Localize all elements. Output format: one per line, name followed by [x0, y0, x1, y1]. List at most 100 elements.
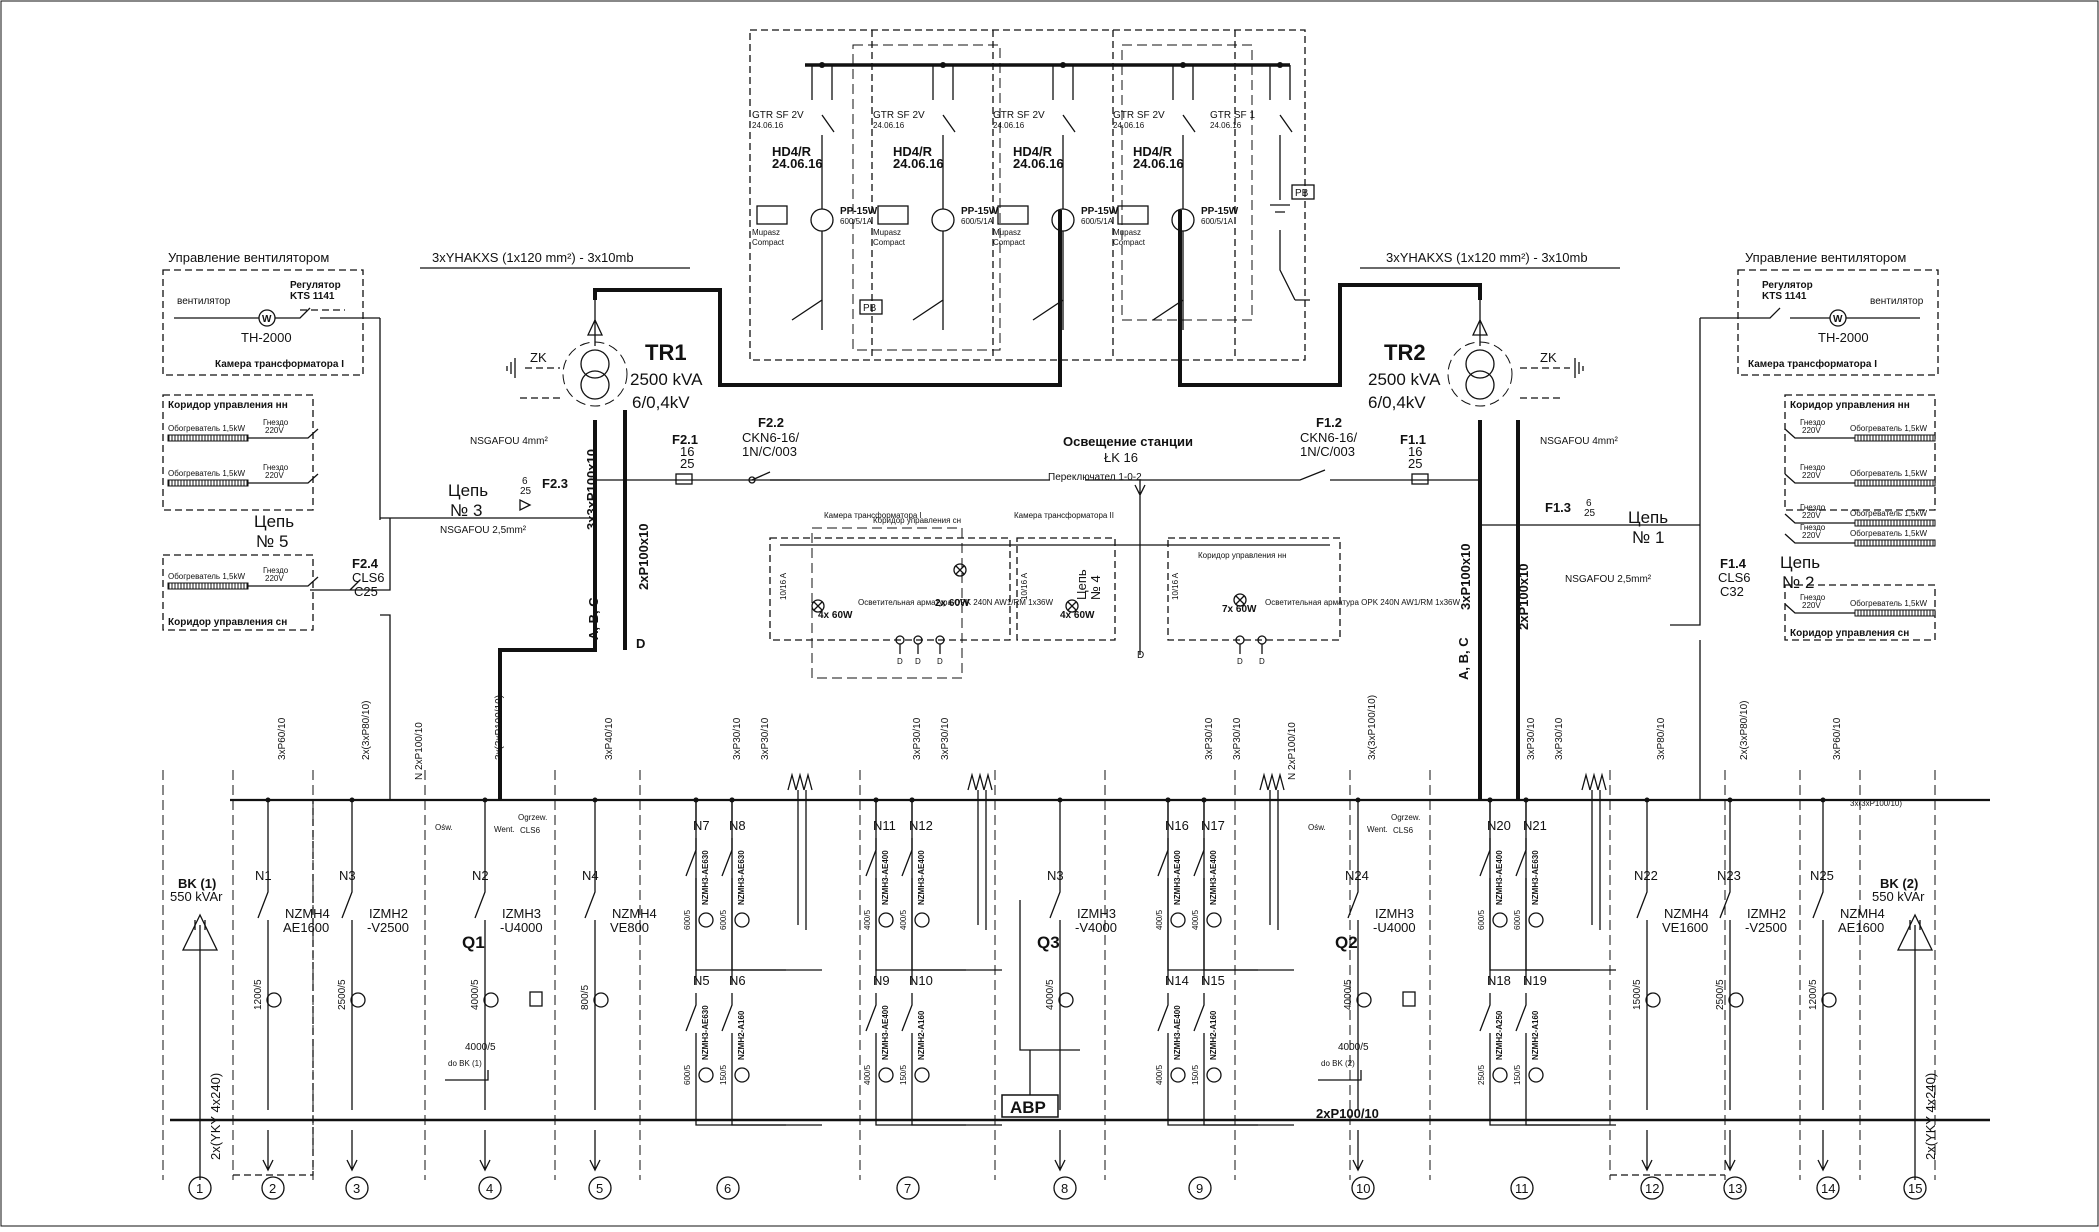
ct-symbol — [266, 992, 282, 1008]
feeder-breaker-type: NZMH3-AE400 — [1209, 850, 1218, 905]
hv-breaker-name: GTR SF 2V — [993, 110, 1045, 121]
tr2-name: TR2 — [1384, 340, 1426, 365]
feeder-ct-ratio: 2500/5 — [337, 979, 348, 1010]
hv-breaker-date: 24.06.16 — [1210, 121, 1242, 130]
hv-switch — [1062, 114, 1076, 175]
socket-voltage: 220V — [1802, 471, 1821, 480]
hv-protection-box — [997, 205, 1029, 225]
f21-label: F2.1 — [672, 432, 698, 447]
breaker-switch — [1515, 993, 1527, 1043]
hv-node — [1060, 62, 1066, 68]
hv-prot-2: Compact — [752, 238, 785, 247]
right-circuit1-no: № 1 — [1632, 528, 1664, 547]
feeder-bus-size: 3xP40/10 — [604, 717, 615, 760]
feeder-cable — [1269, 790, 1279, 930]
lamp-circle — [1233, 593, 1247, 607]
f22-b: 1N/C/003 — [742, 444, 797, 459]
left-abc: A, B, C — [586, 597, 601, 640]
ct-symbol — [1528, 912, 1544, 928]
feeder-breaker: IZMH3 — [1077, 906, 1116, 921]
hv-ct: PP-15W — [1201, 206, 1239, 217]
feeder-bus-size: 3x(3xP100/10) — [1367, 695, 1378, 760]
outgoing-arrow — [1054, 1130, 1066, 1172]
breaker-switch — [865, 838, 877, 888]
left-d: D — [636, 636, 645, 651]
socket-label: Гнездо — [263, 566, 289, 575]
f24-b: C25 — [354, 584, 378, 599]
feeder-breaker-type: AE1600 — [283, 920, 329, 935]
ct-symbol — [1170, 1067, 1186, 1083]
hv-cable-left-label: 3xYHAKXS (1x120 mm²) - 3x10mb — [432, 250, 634, 265]
feeder-up-arrow — [803, 772, 813, 791]
feeder-number-circle — [1723, 1176, 1747, 1200]
lighting-cam2: Камера трансформатора II — [1014, 511, 1114, 520]
hv-line — [1270, 175, 1310, 301]
feeder-number-circle — [1188, 1176, 1212, 1200]
pb-frame — [859, 299, 883, 315]
ct-symbol — [1728, 992, 1744, 1008]
hv-line — [791, 175, 823, 321]
breaker-switch — [474, 880, 486, 930]
feeder-breaker: NZMH4 — [1664, 906, 1709, 921]
feeder-out — [1525, 1043, 1616, 1126]
feeder-ct-ratio: 600/5 — [683, 1064, 692, 1085]
feeder-q: Q1 — [462, 933, 485, 952]
pb-box-2: PB — [1291, 184, 1315, 200]
left-nsga1: NSGAFOU 4mm² — [470, 436, 548, 447]
feeder-subname: N10 — [909, 973, 933, 988]
heater-wire — [1784, 533, 1855, 544]
breaker-switch — [257, 880, 269, 930]
feeder-breaker-type: VE1600 — [1662, 920, 1708, 935]
left-corridor-sn: Коридор управления сн — [168, 617, 287, 628]
heater-wire — [248, 473, 319, 484]
breaker-switch — [685, 838, 697, 888]
hv-relay: HD4/R — [772, 144, 812, 159]
hv-cell: GTR SF 2V24.06.16HD4/R24.06.16PP-15W600/… — [873, 62, 999, 330]
hv-breaker-date: 24.06.16 — [752, 121, 784, 130]
left-fan-title: Управление вентилятором — [168, 250, 329, 265]
feeder-number: 4 — [486, 1181, 493, 1196]
right-fan-title: Управление вентилятором — [1745, 250, 1906, 265]
feeder-up-arrow — [1581, 772, 1591, 791]
feeder-number-circle — [896, 1176, 920, 1200]
ct-symbol — [1170, 912, 1186, 928]
ct-symbol — [1356, 992, 1372, 1008]
left-auxiliary: Управление вентилятором вентилятор Регул… — [162, 250, 1050, 800]
tr1-zk: ZK — [530, 350, 547, 365]
feeder-bus-size: 2x(3xP80/10) — [361, 701, 372, 760]
feeder-breaker-type: NZMH2-A160 — [1531, 1010, 1540, 1060]
feeder-subname: N12 — [909, 818, 933, 833]
hv-ct: PP-15W — [840, 206, 878, 217]
f13-label: F1.3 — [1545, 500, 1571, 515]
feeder-name: N1 — [255, 868, 272, 883]
feeder-number-circle — [1640, 1176, 1664, 1200]
left-circuit3-no: № 3 — [450, 501, 482, 520]
feeder-ct-ratio: 4000/5 — [470, 979, 481, 1010]
lighting-lamp4x-2: 4x 60W — [1060, 610, 1095, 621]
tr2-zk: ZK — [1540, 350, 1557, 365]
hv-switch — [942, 114, 956, 175]
tr2-ratio: 6/0,4kV — [1368, 393, 1426, 412]
lamp-d-node: D — [1257, 635, 1267, 666]
heater-element — [167, 434, 249, 442]
right-circuit2: Цепь — [1780, 553, 1820, 572]
ct-symbol — [914, 912, 930, 928]
lighting-switch: Переключател 1-0-2 — [1048, 472, 1142, 483]
lamp-cross — [1067, 601, 1077, 611]
left-corridor-nn: Коридор управления нн — [168, 400, 288, 411]
ct-symbol — [1058, 992, 1074, 1008]
hv-switch — [1279, 114, 1293, 175]
hv-node — [940, 62, 946, 68]
ct-symbol — [698, 912, 714, 928]
f12-a: CKN6-16/ — [1300, 430, 1357, 445]
socket-label: Гнездо — [1800, 523, 1826, 532]
lamp-circle — [811, 599, 825, 613]
lv-trunk-left — [498, 420, 597, 800]
feeder-number-circle — [716, 1176, 740, 1200]
capbank-cap — [194, 920, 206, 1180]
